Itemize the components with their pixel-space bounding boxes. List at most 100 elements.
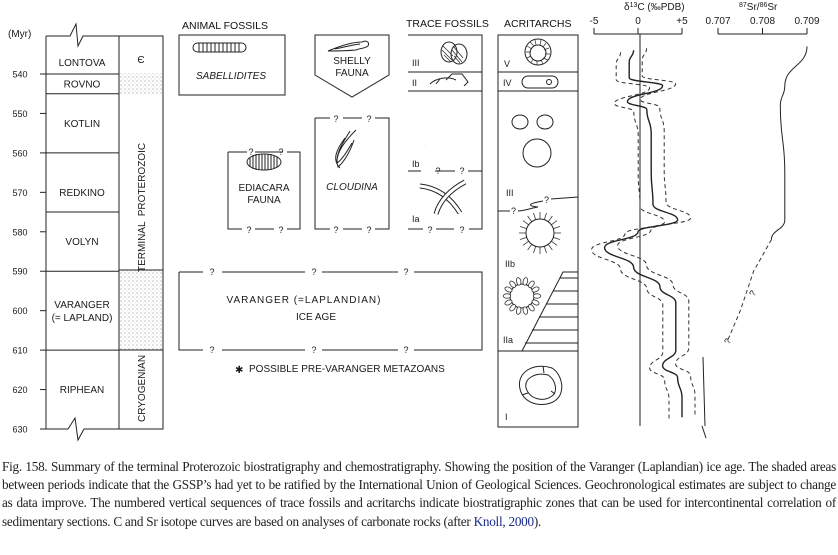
age-tick-label: 570 [12, 188, 27, 198]
trace-fossil-burrows-icon [429, 73, 469, 87]
uncertain-mark: ? [722, 337, 733, 346]
stratigraphic-unit: VARANGER [54, 300, 109, 311]
stratigraphic-unit: VOLYN [65, 237, 98, 248]
caption-tail: ). [533, 513, 542, 529]
zone-boundary-uncertain [498, 196, 579, 212]
acritarchs-column: ACRITARCHS V IV III IIb IIa I ? ? [497, 18, 579, 428]
trace-fossil-pellets-icon [440, 41, 468, 65]
age-tick-label: 620 [12, 385, 27, 395]
uncertain-mark: ? [366, 114, 371, 124]
uncertain-mark: ? [544, 195, 549, 205]
age-tick-label: 580 [12, 227, 27, 237]
uncertain-mark: ? [459, 225, 464, 235]
stratigraphy-figure: (Myr) 540 550 560 570 580 590 600 610 620 630 LON… [8, 2, 820, 442]
age-tick-label: 630 [12, 425, 27, 435]
age-ticks: 540 550 560 570 580 590 600 610 620 630 [12, 70, 46, 435]
sabellidites-box [178, 34, 286, 96]
shaded-gssp-interval [119, 73, 163, 95]
stratigraphic-unit: KOTLIN [64, 119, 100, 130]
age-tick-label: 560 [12, 148, 27, 158]
uncertain-mark: ? [246, 225, 251, 235]
shelly-fauna-box [314, 34, 390, 98]
uncertain-mark: ? [403, 345, 408, 355]
acritarch-sphere-icon [522, 138, 552, 168]
uncertain-mark: ? [747, 289, 758, 298]
acritarch-sphere-icon [536, 114, 554, 130]
uncertain-mark: ? [427, 225, 432, 235]
hatched-wedge [521, 271, 578, 352]
cloudina-label: CLOUDINA [326, 182, 378, 193]
axis-tick-label: +5 [676, 16, 688, 27]
pre-varanger-note: POSSIBLE PRE-VARANGER METAZOANS [249, 364, 445, 375]
animal-fossils-column: ANIMAL FOSSILS SABELLIDITES SHELLY FAUNA… [178, 20, 390, 235]
stratigraphic-unit: LONTOVA [59, 58, 106, 69]
acritarch-sphere-icon [511, 114, 529, 130]
unit-label: (Myr) [8, 29, 31, 40]
unit-boundaries [46, 73, 119, 351]
carbon-isotope-curve [603, 50, 683, 418]
axis-tick-label: 0.709 [794, 16, 819, 27]
shaded-gssp-interval [119, 270, 163, 350]
age-tick-label: 540 [12, 70, 27, 80]
acritarch-zone-label: V [504, 59, 510, 69]
animal-fossils-header: ANIMAL FOSSILS [182, 20, 268, 32]
uncertain-mark: ? [209, 345, 214, 355]
trace-fossils-column: TRACE FOSSILS ? ? ? ? III II Ib Ia [406, 18, 489, 235]
ice-age-box: ? ? ? ? ? ? VARANGER (=LAPLANDIAN) ICE A… [178, 267, 483, 376]
strontium-lower-curve [701, 356, 707, 439]
ice-age-subtitle: ICE AGE [296, 312, 336, 323]
acritarch-zone-label: IIa [503, 335, 513, 345]
stratigraphic-unit: RIPHEAN [60, 385, 104, 396]
axis-tick-label: 0.707 [705, 16, 730, 27]
cryogenian-label: CRYOGENIAN [137, 355, 148, 422]
shelly-fauna-label: FAUNA [335, 68, 369, 79]
cloudina-icon [335, 129, 357, 169]
sabellidites-icon [192, 42, 247, 53]
uncertain-mark: ? [459, 166, 464, 176]
axis-tick-label: 0 [635, 16, 641, 27]
uncertain-mark: ? [333, 114, 338, 124]
age-tick-label: 590 [12, 267, 27, 277]
uncertain-mark: ? [278, 225, 283, 235]
stratigraphic-unit: (= LAPLAND) [52, 313, 113, 324]
strontium-axis-title: 87Sr/86Sr [739, 2, 778, 13]
trace-zone-label: Ib [412, 159, 420, 169]
asterisk-icon: ✱ [235, 365, 243, 376]
trace-fossils-header: TRACE FOSSILS [406, 18, 489, 30]
uncertain-mark: ? [403, 267, 408, 277]
ice-age-title: VARANGER (=LAPLANDIAN) [227, 295, 382, 306]
cambrian-symbol: Є [137, 55, 144, 66]
uncertain-mark: ? [278, 147, 283, 157]
stratigraphic-unit: ROVNO [64, 79, 101, 90]
ediacara-label: FAUNA [247, 195, 281, 206]
acritarch-zone-label: IIb [505, 259, 515, 269]
acritarch-zone-label: IV [503, 78, 512, 88]
unit-labels: LONTOVA ROVNO KOTLIN REDKINO VOLYN VARANGER (=… [52, 58, 113, 396]
stratigraphic-unit: REDKINO [59, 188, 105, 199]
acritarchs-header: ACRITARCHS [504, 18, 571, 30]
citation-link[interactable]: Knoll, 2000 [473, 513, 535, 529]
uncertain-mark: ? [311, 267, 316, 277]
acritarch-petal-icon [502, 277, 542, 315]
carbon-uncertainty-left [591, 52, 670, 420]
cloudina-box [314, 117, 390, 230]
uncertain-mark: ? [311, 345, 316, 355]
uncertain-mark: ? [333, 225, 338, 235]
timescale: (Myr) 540 550 560 570 580 590 600 610 620 630 LON… [8, 22, 164, 442]
age-tick-label: 600 [12, 306, 27, 316]
acritarch-thick-ring-icon [518, 365, 563, 406]
uncertain-mark: ? [511, 206, 516, 216]
caption-text: Fig. 158. Summary of the terminal Proter… [2, 459, 836, 529]
trace-zone-label: III [412, 58, 420, 68]
shelly-fauna-icon [327, 40, 369, 52]
age-tick-label: 610 [12, 346, 27, 356]
strontium-curve-uncertain [726, 239, 772, 343]
acritarch-spiny-icon [519, 212, 561, 254]
shelly-fauna-label: SHELLY [333, 56, 371, 67]
trace-fossil-crossed-icon [419, 179, 467, 215]
age-tick-label: 550 [12, 109, 27, 119]
